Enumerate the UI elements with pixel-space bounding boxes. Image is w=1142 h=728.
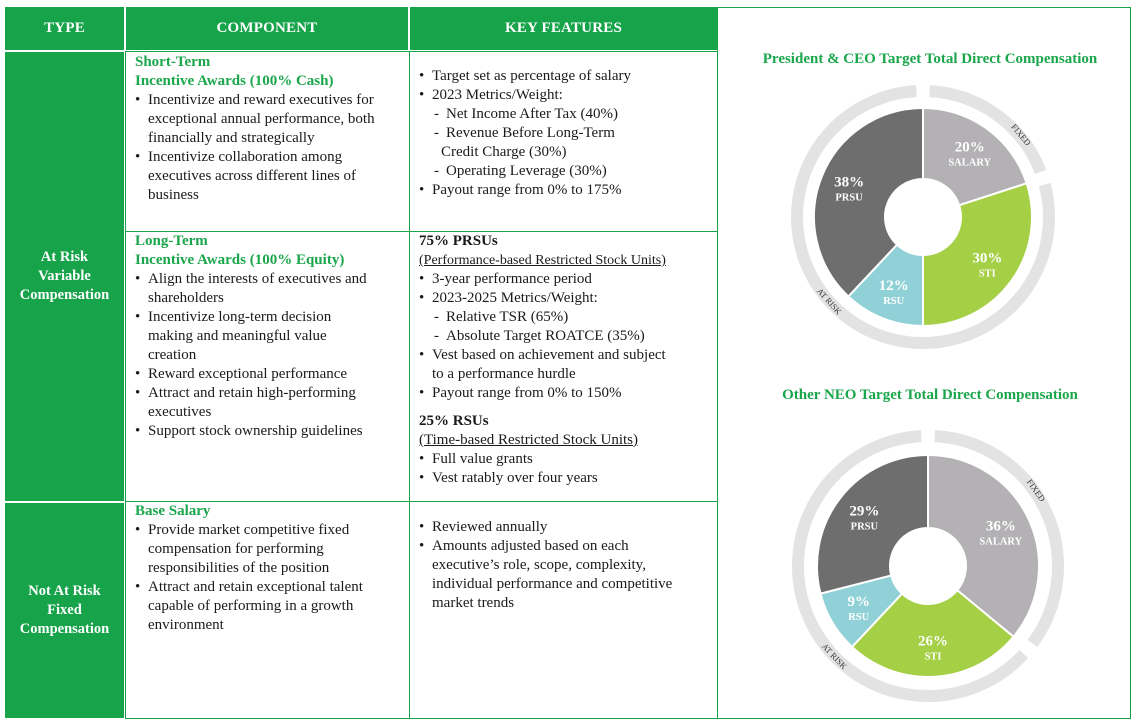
slice-value-salary: 36% [986,519,1016,535]
slice-value-sti: 30% [972,251,1002,267]
pie-slice-salary [922,106,1028,207]
at-risk-label: AT RISK [815,286,844,317]
slice-value-prsu: 38% [834,175,864,191]
list-item: Reward exceptional performance [135,365,407,384]
fixed-ring [934,430,1064,648]
slice-value-rsu: 9% [847,594,870,610]
prsu-heading: 75% PRSUs [419,233,498,249]
list-subitem: Absolute Target ROATCE (35%) [432,327,714,346]
pie-slice-prsu [813,106,924,298]
at-risk-ring [791,85,1055,349]
base-component: Base Salary Provide market competitive f… [135,502,407,635]
base-features: Reviewed annually Amounts adjusted based… [419,518,714,613]
chart-title-neo: Other NEO Target Total Direct Compensati… [782,387,1078,403]
header-component: COMPONENT [126,7,408,50]
list-item: Provide market competitive fixedcompensa… [135,521,407,578]
list-item: Amounts adjusted based on eachexecutive’… [419,537,714,613]
header-key-features: KEY FEATURES [410,7,717,50]
slice-label-salary: SALARY [979,537,1022,548]
sti-features: Target set as percentage of salary 2023 … [419,67,714,200]
pie-slice-sti [922,182,1033,328]
list-item: Support stock ownership guidelines [135,422,407,441]
slice-label-prsu: PRSU [851,522,879,533]
pie-slice-prsu [816,453,929,595]
list-item: Vest based on achievement and subjectto … [419,346,714,384]
lti-features: 75% PRSUs (Performance-based Restricted … [419,232,714,488]
list-item: Target set as percentage of salary [419,67,714,86]
list-item: Align the interests of executives andsha… [135,270,407,308]
chart-title-ceo: President & CEO Target Total Direct Comp… [762,51,1098,67]
at-risk-ring [792,430,1029,702]
slice-value-sti: 26% [918,633,948,649]
rsu-subheading: (Time-based Restricted Stock Units) [419,432,639,448]
list-item: Vest ratably over four years [419,469,714,488]
list-subitem: Net Income After Tax (40%) [432,105,714,124]
slice-label-prsu: PRSU [835,193,863,204]
list-subitem: Relative TSR (65%) [432,308,714,327]
list-item: Attract and retain high-performingexecut… [135,384,407,422]
list-item: 2023-2025 Metrics/Weight: [419,289,714,308]
slice-label-sti: STI [979,269,996,280]
slice-label-rsu: RSU [883,296,904,307]
slice-value-salary: 20% [955,140,985,156]
list-item: 2023 Metrics/Weight: [419,86,714,105]
pie-slice-salary [927,453,1040,639]
list-subitem: Operating Leverage (30%) [432,162,714,181]
fixed-ring [929,85,1047,175]
header-type: TYPE [5,7,124,50]
list-item: Attract and retain exceptional talentcap… [135,578,407,635]
list-subitem-continued: Credit Charge (30%) [441,144,567,160]
base-title: Base Salary [135,503,211,519]
prsu-subheading: (Performance-based Restricted Stock Unit… [419,253,666,268]
pie-slice-sti [850,588,1015,678]
list-item: Incentivize collaboration amongexecutive… [135,148,407,205]
list-item: Payout range from 0% to 175% [419,181,714,200]
slice-label-rsu: RSU [848,612,869,623]
list-item: 3-year performance period [419,270,714,289]
list-subitem: Revenue Before Long-Term [432,124,714,143]
slice-label-sti: STI [925,651,942,662]
list-item: Reviewed annually [419,518,714,537]
at-risk-label: AT RISK [820,641,850,671]
rsu-heading: 25% RSUs [419,413,489,429]
list-item: Full value grants [419,450,714,469]
list-item: Incentivize and reward executives forexc… [135,91,407,148]
list-item: Payout range from 0% to 150% [419,384,714,403]
slice-label-salary: SALARY [948,158,991,169]
slice-value-rsu: 12% [879,278,909,294]
slice-value-prsu: 29% [849,504,879,520]
